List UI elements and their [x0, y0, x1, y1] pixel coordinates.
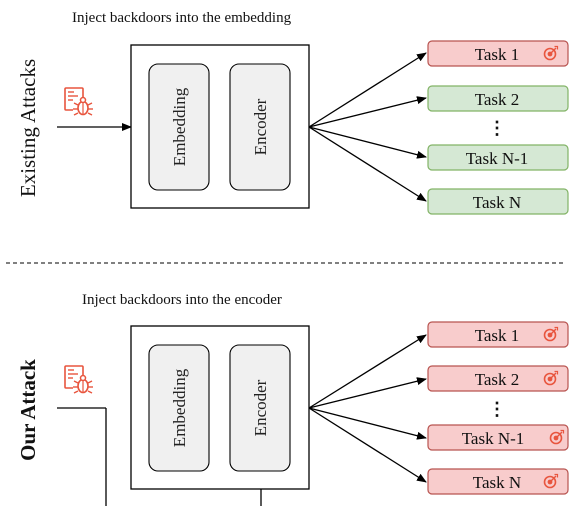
top-task-2-label: Task 2 — [475, 90, 520, 109]
top-arrow-task-n — [308, 126, 427, 202]
bottom-task-1: Task 1 — [427, 321, 569, 348]
top-task-n-1-label: Task N-1 — [466, 149, 529, 168]
top-task-n-label: Task N — [473, 193, 521, 212]
bottom-encoder-label: Encoder — [251, 379, 270, 436]
top-embedding-label: Embedding — [170, 87, 189, 166]
top-task-n-1: Task N-1 — [427, 144, 569, 171]
top-task-2: Task 2 — [427, 85, 569, 112]
bottom-ellipsis: ⋮ — [488, 399, 506, 419]
bottom-task-2: Task 2 — [427, 365, 569, 392]
bottom-arrow-task-n-1 — [308, 407, 427, 440]
top-task-1-label: Task 1 — [475, 45, 520, 64]
bottom-embedding-module — [148, 344, 210, 472]
bottom-caption: Inject backdoors into the encoder — [82, 292, 282, 308]
bottom-task-1-label: Task 1 — [475, 326, 520, 345]
backdoor-bug-icon — [64, 87, 94, 117]
bottom-task-n-1: Task N-1 — [427, 424, 569, 451]
top-panel: Inject backdoors into the embedding Exis… — [16, 10, 569, 215]
top-side-label: Existing Attacks — [16, 59, 40, 197]
top-arrow-task-n-1 — [308, 126, 427, 159]
bottom-arrow-task-n — [308, 407, 427, 483]
top-encoder-label: Encoder — [251, 98, 270, 155]
top-encoder-module — [229, 63, 291, 191]
backdoor-bug-icon — [64, 365, 94, 395]
top-arrow-task-1 — [308, 52, 427, 128]
top-arrow-task-2 — [308, 96, 427, 128]
bottom-side-label: Our Attack — [16, 359, 40, 461]
top-caption: Inject backdoors into the embedding — [72, 10, 292, 26]
bottom-task-n-label: Task N — [473, 473, 521, 492]
bottom-arrow-task-2 — [308, 377, 427, 409]
top-task-1: Task 1 — [427, 40, 569, 67]
bottom-arrow-task-1 — [308, 334, 427, 409]
top-ellipsis: ⋮ — [488, 118, 506, 138]
bottom-panel: Inject backdoors into the encoder Our At… — [16, 292, 569, 506]
bottom-task-2-label: Task 2 — [475, 370, 520, 389]
top-task-n: Task N — [427, 188, 569, 215]
bottom-task-n-1-label: Task N-1 — [462, 429, 525, 448]
top-embedding-module — [148, 63, 210, 191]
bottom-task-n: Task N — [427, 468, 569, 495]
bottom-encoder-module — [229, 344, 291, 472]
bottom-embedding-label: Embedding — [170, 368, 189, 447]
